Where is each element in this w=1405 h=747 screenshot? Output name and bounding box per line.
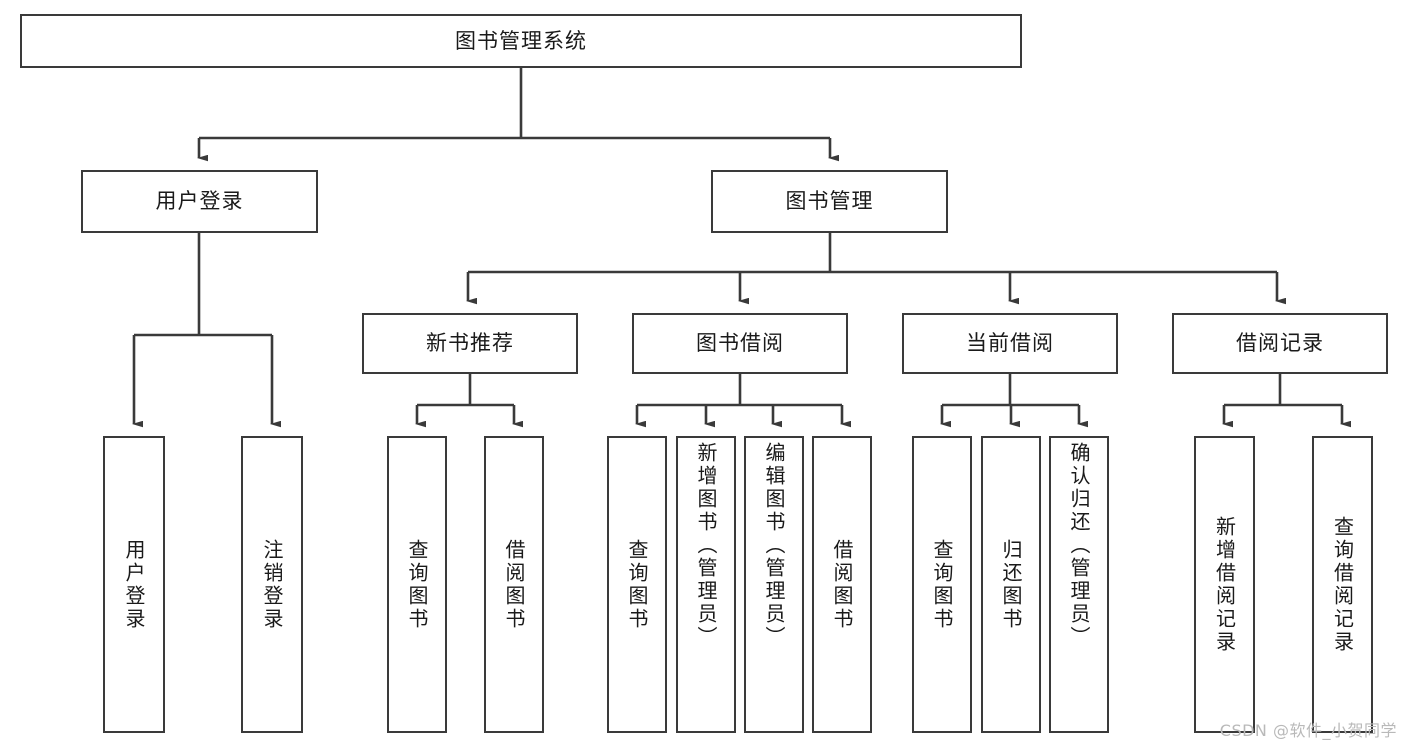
leaf-label: 注销登录	[260, 538, 284, 631]
leaf-book-borrow-query-book[interactable]: 查询图书	[607, 436, 667, 733]
leaf-book-borrow-borrow-book[interactable]: 借阅图书	[812, 436, 872, 733]
node-label: 当前借阅	[966, 331, 1054, 356]
node-root-system[interactable]: 图书管理系统	[20, 14, 1022, 68]
node-label: 新书推荐	[426, 331, 514, 356]
leaf-borrow-record-add-record[interactable]: 新增借阅记录	[1194, 436, 1255, 733]
node-label: 借阅记录	[1236, 331, 1324, 356]
node-book-borrow[interactable]: 图书借阅	[632, 313, 848, 374]
leaf-label: 归还图书	[999, 538, 1023, 631]
leaf-label: 查询图书	[405, 538, 429, 631]
leaf-current-borrow-query-book[interactable]: 查询图书	[912, 436, 972, 733]
node-user-login[interactable]: 用户登录	[81, 170, 318, 233]
node-label: 用户登录	[155, 189, 244, 214]
leaf-label: 查询借阅记录	[1330, 515, 1355, 654]
node-label: 图书管理	[785, 189, 874, 214]
leaf-user-login-logout[interactable]: 注销登录	[241, 436, 303, 733]
node-borrow-record[interactable]: 借阅记录	[1172, 313, 1388, 374]
leaf-book-borrow-edit-book[interactable]: 编辑图书（管理员）	[744, 436, 804, 733]
leaf-borrow-record-query-record[interactable]: 查询借阅记录	[1312, 436, 1373, 733]
node-book-management[interactable]: 图书管理	[711, 170, 948, 233]
leaf-label: 用户登录	[122, 538, 146, 631]
leaf-label: 查询图书	[930, 538, 954, 631]
leaf-current-borrow-confirm-return[interactable]: 确认归还（管理员）	[1049, 436, 1109, 733]
node-label: 图书管理系统	[455, 28, 587, 53]
leaf-book-borrow-add-book[interactable]: 新增图书（管理员）	[676, 436, 736, 733]
leaf-label: 查询图书	[625, 538, 649, 631]
leaf-label: 借阅图书	[830, 538, 854, 631]
leaf-new-book-borrow-book[interactable]: 借阅图书	[484, 436, 544, 733]
leaf-user-login-login[interactable]: 用户登录	[103, 436, 165, 733]
node-label: 图书借阅	[696, 331, 784, 356]
leaf-label: 借阅图书	[502, 538, 526, 631]
csdn-watermark: CSDN @软件_小贺同学	[1219, 721, 1397, 740]
node-new-book-recommend[interactable]: 新书推荐	[362, 313, 578, 374]
leaf-label: 新增图书（管理员）	[694, 442, 718, 649]
leaf-label: 新增借阅记录	[1212, 515, 1237, 654]
leaf-label: 确认归还（管理员）	[1067, 442, 1091, 649]
leaf-new-book-query-book[interactable]: 查询图书	[387, 436, 447, 733]
leaf-current-borrow-return-book[interactable]: 归还图书	[981, 436, 1041, 733]
node-current-borrow[interactable]: 当前借阅	[902, 313, 1118, 374]
leaf-label: 编辑图书（管理员）	[762, 442, 786, 649]
